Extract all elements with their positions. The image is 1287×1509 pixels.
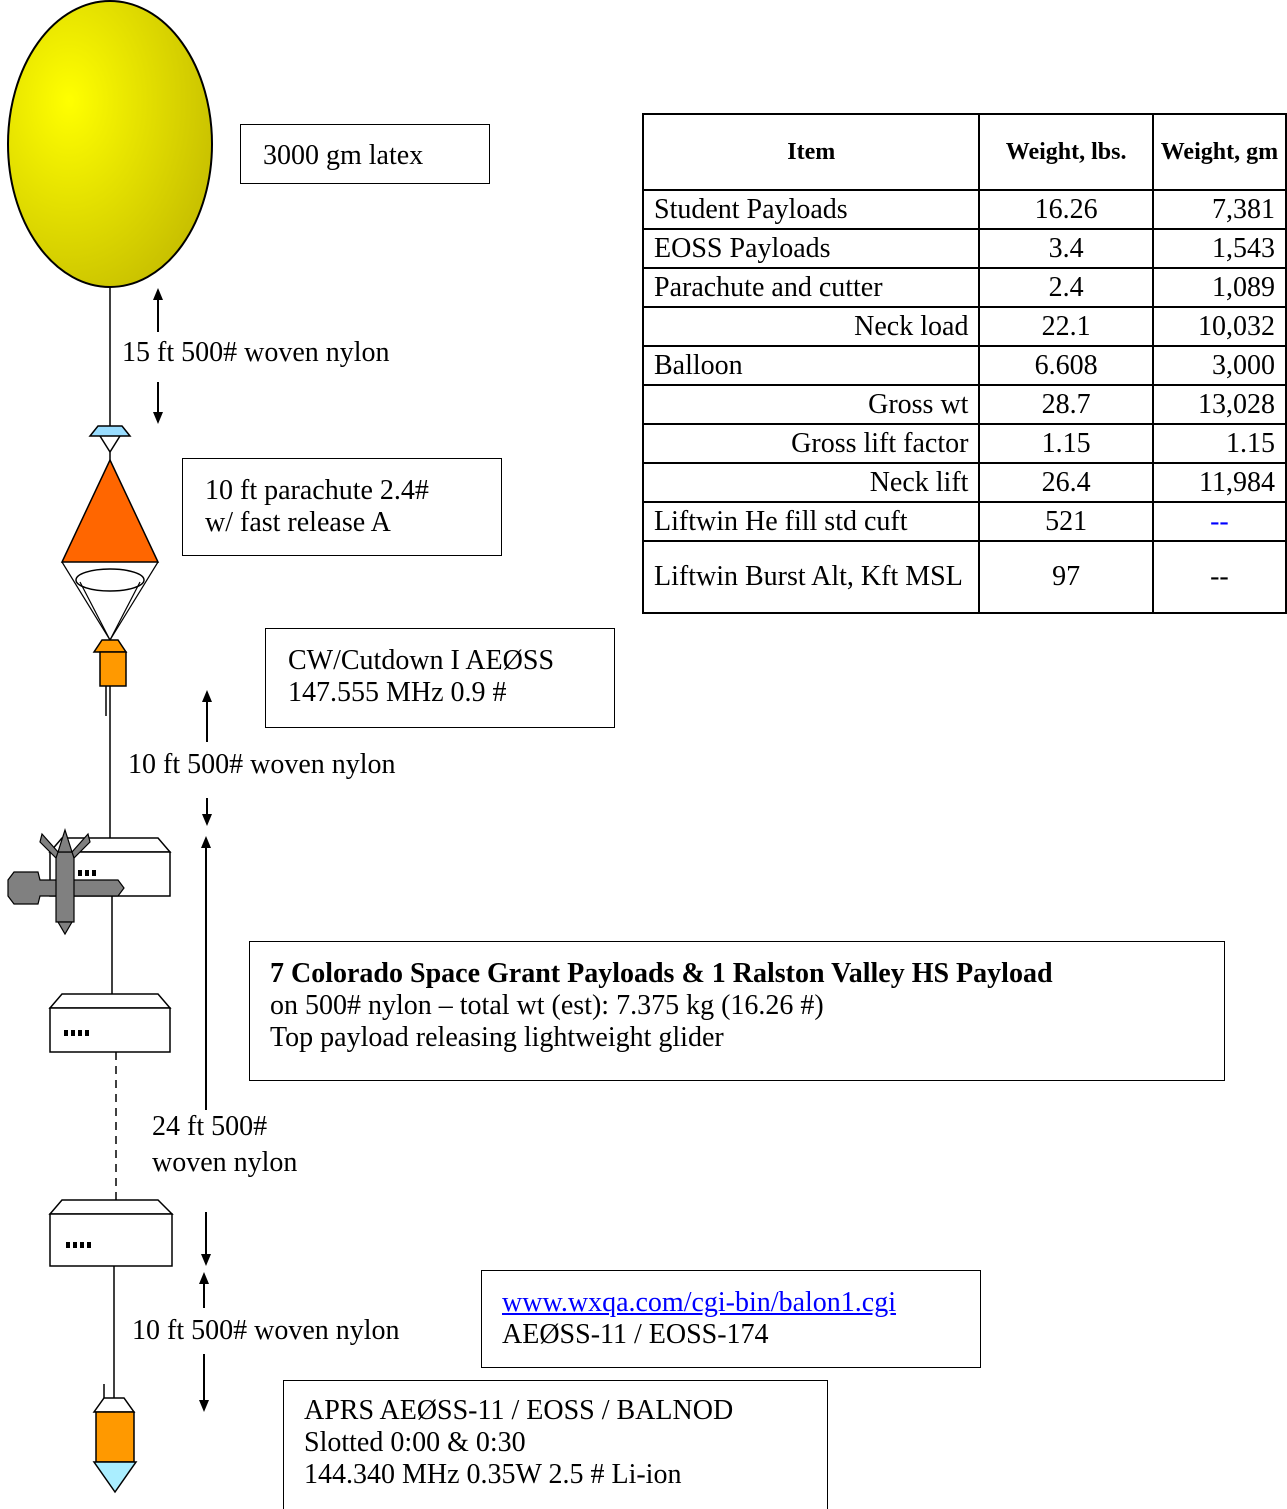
cutdown-unit-top [92,639,128,653]
table-row: Parachute and cutter 2.4 1,089 [641,267,1287,308]
line-15ft-label: 15 ft 500# woven nylon [122,337,390,368]
cutdown-label-line: 147.555 MHz 0.9 # [288,677,507,708]
cutdown-label-box: CW/Cutdown I AEØSS 147.555 MHz 0.9 # [265,628,615,728]
balloon-shape [7,0,213,288]
parachute-label-line: w/ fast release A [205,507,391,538]
table-row: Student Payloads 16.26 7,381 [641,189,1287,230]
payloads-label-box: 7 Colorado Space Grant Payloads & 1 Rals… [249,941,1225,1081]
payloads-line: on 500# nylon – total wt (est): 7.375 kg… [270,990,824,1021]
aprs-label-line: Slotted 0:00 & 0:30 [304,1427,526,1458]
header-item: Item [641,113,981,191]
row-item: Liftwin He fill std cuft [641,501,981,542]
weight-table: Item Weight, lbs. Weight, gm Student Pay… [641,113,1287,614]
tracker-bottom [92,1461,138,1494]
row-gm: 1.15 [1151,423,1287,464]
row-item: Balloon [641,345,981,386]
header-weight-gm: Weight, gm [1151,113,1287,191]
table-row: Liftwin He fill std cuft 521 -- [641,501,1287,542]
dimension-arrow-10ft-upper [202,690,212,826]
table-row: EOSS Payloads 3.4 1,543 [641,228,1287,269]
line-24ft-label-2: woven nylon [152,1147,298,1178]
table-row: Gross lift factor 1.15 1.15 [641,423,1287,464]
table-row: Neck lift 26.4 11,984 [641,462,1287,503]
row-lbs: 2.4 [978,267,1154,308]
row-gm: 1,543 [1151,228,1287,269]
header-weight-lbs: Weight, lbs. [978,113,1154,191]
row-gm: 1,089 [1151,267,1287,308]
dimension-arrow-15ft [153,288,163,424]
cutdown-unit-body [99,651,127,687]
table-row: Gross wt 28.7 13,028 [641,384,1287,425]
balloon-label: 3000 gm latex [263,140,424,171]
row-lbs: 1.15 [978,423,1154,464]
row-gm: -- [1151,501,1287,542]
row-gm: 10,032 [1151,306,1287,347]
row-lbs: 22.1 [978,306,1154,347]
tracking-label-box: www.wxqa.com/cgi-bin/balon1.cgi AEØSS-11… [481,1270,981,1368]
fast-release-shape [88,425,132,437]
row-item: Neck load [641,306,981,347]
table-row: Liftwin Burst Alt, Kft MSL 97 -- [641,540,1287,614]
row-gm: 3,000 [1151,345,1287,386]
payload-box-2 [48,993,172,1053]
line-24ft-label-1: 24 ft 500# [152,1111,268,1142]
payload-box-3 [48,1199,174,1267]
shroud-line [61,561,111,641]
row-item: Student Payloads [641,189,981,230]
row-lbs: 97 [978,540,1154,614]
row-item: Liftwin Burst Alt, Kft MSL [641,540,981,614]
parachute-ring [75,568,145,592]
shroud-line [79,581,111,641]
tether-line [109,435,121,453]
tracking-ids: AEØSS-11 / EOSS-174 [502,1319,769,1350]
row-lbs: 521 [978,501,1154,542]
row-item: Parachute and cutter [641,267,981,308]
tracker-top [92,1397,136,1413]
parachute-shape [60,458,160,563]
aprs-label-box: APRS AEØSS-11 / EOSS / BALNOD Slotted 0:… [283,1380,828,1509]
row-item: EOSS Payloads [641,228,981,269]
row-gm: 11,984 [1151,462,1287,503]
row-lbs: 28.7 [978,384,1154,425]
cutdown-label-line: CW/Cutdown I AEØSS [288,645,555,676]
dimension-arrow-24ft [201,836,211,1266]
tether-line [99,435,111,453]
glider-icon [7,828,125,936]
aprs-label-line: APRS AEØSS-11 / EOSS / BALNOD [304,1395,734,1426]
row-lbs: 26.4 [978,462,1154,503]
table-row: Neck load 22.1 10,032 [641,306,1287,347]
shroud-line [109,561,159,641]
row-item: Neck lift [641,462,981,503]
table-header-row: Item Weight, lbs. Weight, gm [641,113,1287,191]
line-10ft-upper-label: 10 ft 500# woven nylon [128,749,396,780]
tracker-body [95,1411,135,1463]
aprs-label-line: 144.340 MHz 0.35W 2.5 # Li-ion [304,1459,682,1490]
row-lbs: 16.26 [978,189,1154,230]
tracking-link[interactable]: www.wxqa.com/cgi-bin/balon1.cgi [502,1287,896,1318]
payloads-line: Top payload releasing lightweight glider [270,1022,724,1053]
table-row: Balloon 6.608 3,000 [641,345,1287,386]
parachute-label-line: 10 ft parachute 2.4# [205,475,429,506]
row-item: Gross wt [641,384,981,425]
row-gm: -- [1151,540,1287,614]
balloon-label-box: 3000 gm latex [240,124,490,184]
payloads-title: 7 Colorado Space Grant Payloads & 1 Rals… [270,958,1053,989]
row-gm: 13,028 [1151,384,1287,425]
row-gm: 7,381 [1151,189,1287,230]
shroud-line [109,581,141,641]
row-lbs: 6.608 [978,345,1154,386]
row-lbs: 3.4 [978,228,1154,269]
line-10ft-lower-label: 10 ft 500# woven nylon [132,1315,400,1346]
parachute-label-box: 10 ft parachute 2.4# w/ fast release A [182,458,502,556]
dimension-arrow-10ft-lower [199,1272,209,1412]
row-item: Gross lift factor [641,423,981,464]
